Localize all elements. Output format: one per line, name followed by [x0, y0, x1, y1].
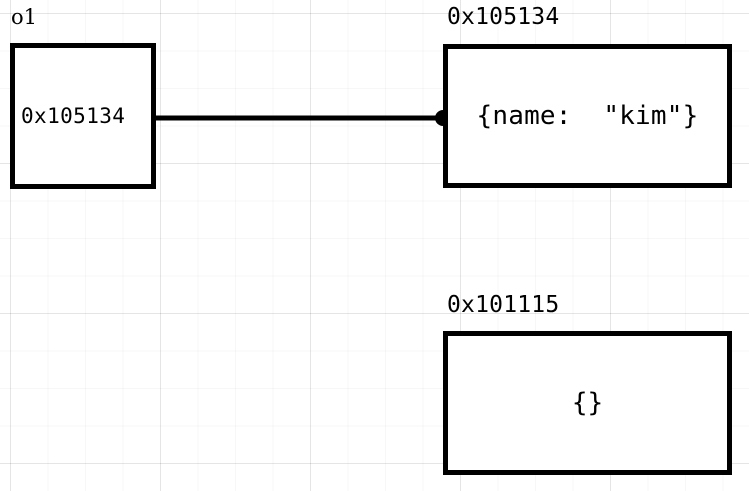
object-label-0x105134: 0x105134 — [447, 4, 560, 30]
object-label-0x101115: 0x101115 — [447, 292, 560, 318]
variable-box-o1-value: 0x105134 — [21, 103, 126, 128]
object-box-0x105134[interactable]: {name: "kim"} — [443, 44, 732, 188]
object-box-0x101115-value: {} — [571, 388, 604, 418]
variable-box-o1[interactable]: 0x105134 — [10, 43, 156, 189]
object-box-0x105134-value: {name: "kim"} — [476, 101, 699, 131]
object-box-0x101115[interactable]: {} — [443, 331, 732, 475]
variable-label-o1: o1 — [11, 5, 38, 29]
